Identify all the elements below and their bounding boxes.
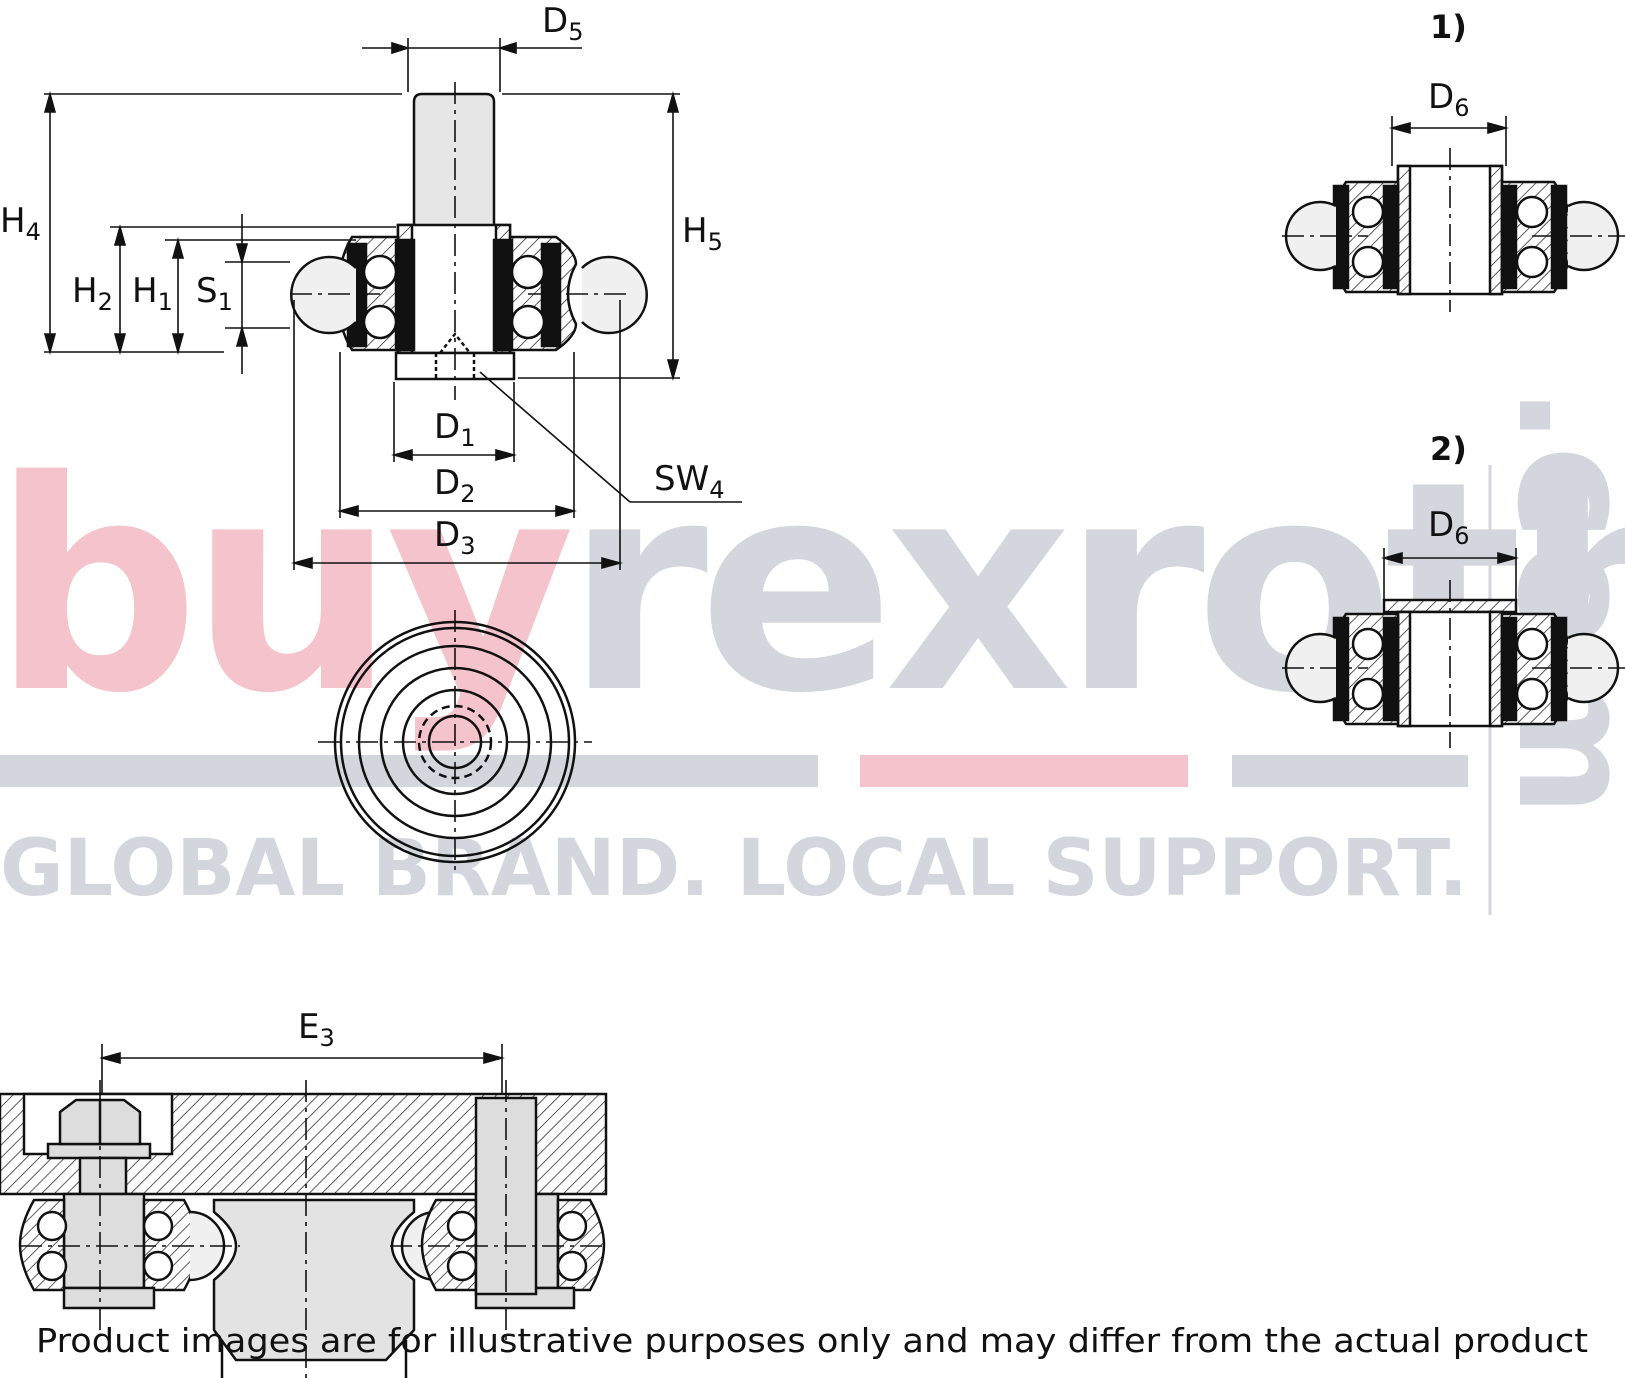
label-d1: D1 [434, 407, 475, 452]
watermark-buy: buy [0, 420, 572, 757]
label-h2: H2 [72, 271, 113, 316]
variant-2-section [1282, 548, 1625, 748]
label-h4: H4 [0, 201, 41, 246]
watermark: buyrexroth GLOBAL BRAND. LOCAL SUPPORT. … [0, 385, 1625, 915]
watermark-bar-3 [1232, 755, 1468, 787]
label-e3: E3 [298, 1007, 335, 1052]
label-d2: D2 [434, 463, 475, 508]
label-variant-1: 1) [1430, 8, 1467, 46]
watermark-tagline: GLOBAL BRAND. LOCAL SUPPORT. [0, 824, 1468, 914]
assembly-section [0, 1044, 608, 1378]
label-d6-variant-1: D6 [1428, 77, 1469, 122]
label-h5: H5 [682, 211, 723, 256]
roller-front-view [318, 610, 592, 872]
watermark-bar-2 [860, 755, 1188, 787]
main-labels: D5 H4 H5 H2 H1 S1 D1 D2 D3 SW4 [0, 1, 724, 560]
label-variant-2: 2) [1430, 430, 1467, 468]
label-d3: D3 [434, 515, 475, 560]
label-sw4: SW4 [654, 459, 724, 504]
svg-text:buyrexroth: buyrexroth [0, 420, 1625, 757]
watermark-bar-1 [0, 755, 818, 787]
main-roller-section [290, 92, 648, 381]
guide-rail [212, 1198, 416, 1362]
label-h1: H1 [132, 271, 173, 316]
disclaimer-caption: Product images are for illustrative purp… [36, 1321, 1588, 1360]
variant-1-section [1282, 116, 1625, 312]
main-dimensions [43, 38, 742, 570]
label-d5: D5 [542, 1, 583, 46]
label-d6-variant-2: D6 [1428, 505, 1469, 550]
label-s1: S1 [196, 271, 233, 316]
